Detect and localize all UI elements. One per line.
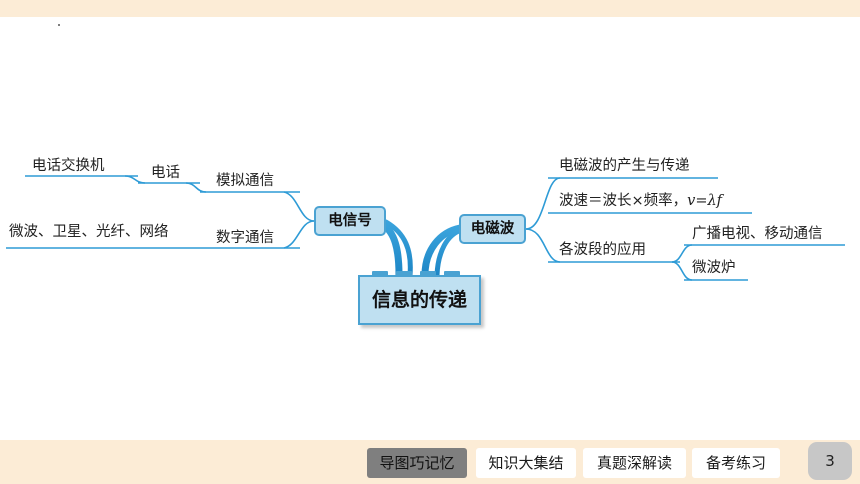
line-mainright-to-b1 (525, 177, 561, 230)
connector-root-left-2 (383, 219, 413, 278)
label-broadcast-mobile: 广播电视、移动通信 (692, 226, 823, 242)
tab-practice[interactable]: 备考练习 (692, 448, 780, 478)
line-mainleft-to-moni (283, 191, 315, 222)
label-telephone-exchange: 电话交换机 (32, 158, 105, 174)
top-decor-band (0, 0, 860, 17)
label-band-applications: 各波段的应用 (559, 242, 646, 258)
tab-knowledge-collection[interactable]: 知识大集结 (476, 448, 576, 478)
mindmap-connectors (6, 175, 845, 281)
node-electromagnetic-wave: 电磁波 (459, 214, 526, 244)
tab-exam-analysis[interactable]: 真题深解读 (583, 448, 686, 478)
label-microwave-oven: 微波炉 (692, 260, 736, 276)
page-number-badge: 3 (808, 442, 852, 480)
connector-root-right (421, 224, 464, 279)
tab-mindmap-memory[interactable]: 导图巧记忆 (367, 448, 467, 478)
label-telephone: 电话 (151, 165, 180, 181)
decor-dot (58, 24, 60, 26)
wave-speed-formula: v=λf (687, 193, 723, 209)
wave-speed-text: 波速＝波长×频率， (559, 193, 688, 209)
label-digital-comm: 数字通信 (216, 230, 274, 246)
label-digital-media: 微波、卫星、光纤、网络 (9, 224, 169, 240)
root-tab-2 (396, 271, 412, 276)
line-b3-to-c1 (671, 244, 693, 263)
root-tab-1 (372, 271, 388, 276)
connector-root-right-2 (434, 227, 465, 278)
line-moni-to-dianhua (185, 182, 207, 193)
node-electric-signal: 电信号 (314, 206, 386, 236)
root-tab-4 (444, 271, 460, 276)
label-em-generation: 电磁波的产生与传递 (559, 158, 690, 174)
label-analog-comm: 模拟通信 (216, 173, 274, 189)
root-tab-3 (420, 271, 436, 276)
line-dianhua-to-jiaohuanji (124, 175, 146, 184)
line-mainright-to-b3 (525, 228, 561, 263)
line-mainleft-to-shuzi (283, 220, 315, 249)
line-b3-to-c2 (671, 261, 693, 281)
label-wave-speed: 波速＝波长×频率，v=λf (559, 192, 722, 210)
root-node: 信息的传递 (358, 275, 481, 325)
